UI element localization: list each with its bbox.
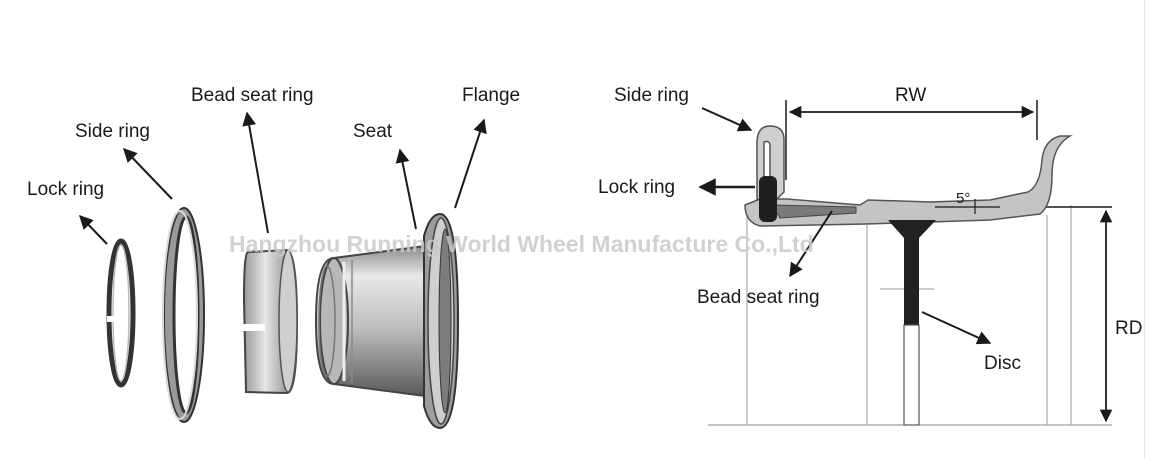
bead-seat-ring-arrow-right <box>789 210 833 278</box>
bead-seat-ring-split <box>243 324 265 331</box>
exploded-view: Lock ring Side ring Bead seat ring Seat … <box>27 85 520 430</box>
rw-label: RW <box>895 85 926 106</box>
disc-label: Disc <box>984 353 1021 374</box>
seat-label: Seat <box>353 121 393 142</box>
lock-ring-profile <box>759 176 777 222</box>
disc-profile <box>888 220 936 325</box>
flange-arrow <box>454 118 487 209</box>
rd-label: RD <box>1115 318 1142 339</box>
side-ring-arrow <box>123 147 173 200</box>
side-ring-arrow-right <box>701 107 753 132</box>
angle-label: 5° <box>956 190 970 207</box>
lock-ring-label-right: Lock ring <box>598 177 675 198</box>
side-ring-part <box>162 207 205 423</box>
right-edge-divider <box>1144 0 1145 459</box>
lock-ring-gap <box>107 316 117 322</box>
rim-drum-part <box>314 212 460 430</box>
bead-seat-ring-label: Bead seat ring <box>191 85 314 106</box>
side-ring-label: Side ring <box>75 121 150 142</box>
cross-section-view: RW RD 5° Side ring Lock ring Bead seat r… <box>598 85 1142 426</box>
lock-ring-label: Lock ring <box>27 179 104 200</box>
lock-ring-arrow <box>79 214 108 245</box>
watermark-text: Hangzhou Running World Wheel Manufacture… <box>229 231 814 257</box>
lock-ring-part <box>106 238 136 388</box>
bead-seat-ring-arrow <box>242 111 269 234</box>
side-ring-label-right: Side ring <box>614 85 689 106</box>
bead-seat-ring-part <box>242 248 299 395</box>
flange-label: Flange <box>462 85 520 106</box>
disc-arrow <box>921 311 992 345</box>
bead-seat-ring-label-right: Bead seat ring <box>697 287 820 308</box>
rim-base-profile <box>744 135 1073 227</box>
seat-arrow <box>395 148 417 230</box>
